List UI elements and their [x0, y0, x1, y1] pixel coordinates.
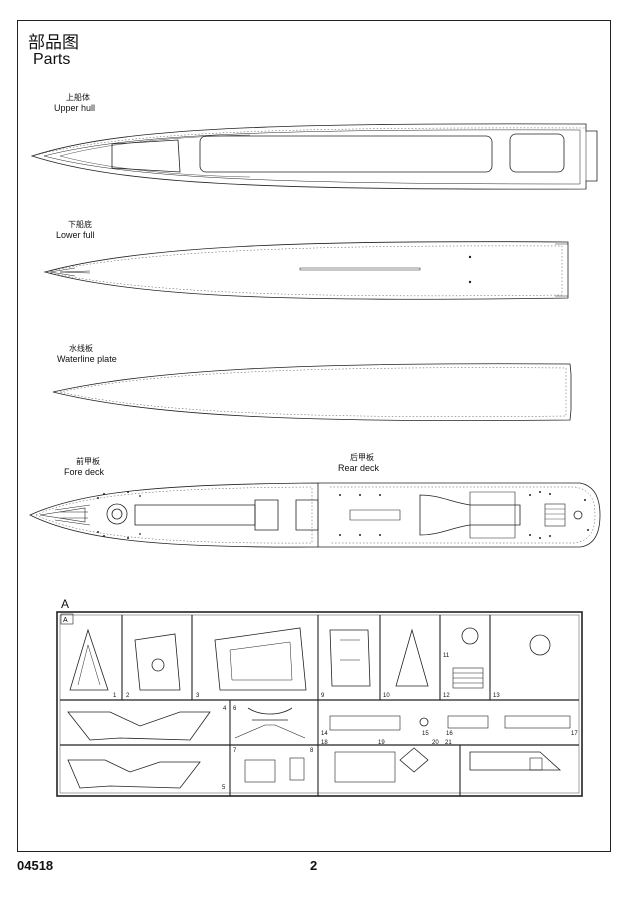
- rear-deck-drawing: [318, 482, 601, 548]
- page-frame: [17, 20, 611, 852]
- sprue-part-numbers: 1 2 3 4 5 6 7 8 9 10 11 12 13 14 15 16 1…: [113, 653, 578, 791]
- svg-text:5: 5: [222, 785, 226, 791]
- upper-hull-drawing: [30, 123, 598, 190]
- svg-text:13: 13: [493, 693, 500, 699]
- page-title-en: Parts: [33, 51, 71, 68]
- svg-text:9: 9: [321, 693, 325, 699]
- svg-text:21: 21: [445, 740, 452, 746]
- label-upper-hull: 上船体 Upper hull: [54, 93, 96, 113]
- label-lower-hull: 下船底 Lower full: [56, 220, 95, 240]
- page-title-cn: 部品图: [28, 33, 79, 53]
- svg-text:19: 19: [378, 740, 385, 746]
- svg-text:10: 10: [383, 693, 390, 699]
- svg-text:12: 12: [443, 693, 450, 699]
- svg-text:8: 8: [310, 748, 314, 754]
- svg-text:16: 16: [446, 731, 453, 737]
- svg-text:15: 15: [422, 731, 429, 737]
- sprue-letter: A: [61, 597, 70, 611]
- svg-text:4: 4: [223, 706, 227, 712]
- svg-text:2: 2: [126, 693, 130, 699]
- label-fore-deck: 前甲板 Fore deck: [64, 457, 105, 477]
- label-waterline-plate: 水线板 Waterline plate: [57, 344, 117, 364]
- svg-text:6: 6: [233, 706, 237, 712]
- page-number: 2: [310, 858, 318, 873]
- svg-text:1: 1: [113, 693, 117, 699]
- label-rear-deck: 后甲板 Rear deck: [338, 453, 380, 473]
- svg-text:11: 11: [443, 653, 450, 659]
- lower-hull-drawing: [43, 241, 569, 300]
- svg-text:20: 20: [432, 740, 439, 746]
- product-code: 04518: [17, 858, 54, 873]
- sprue-a-drawing: [56, 611, 583, 797]
- waterline-plate-drawing: [52, 363, 572, 422]
- sprue-tag: A: [63, 617, 68, 624]
- svg-text:17: 17: [571, 731, 578, 737]
- svg-text:18: 18: [321, 740, 328, 746]
- fore-deck-drawing: [29, 482, 319, 548]
- svg-text:14: 14: [321, 731, 328, 737]
- svg-text:3: 3: [196, 693, 200, 699]
- svg-text:7: 7: [233, 748, 237, 754]
